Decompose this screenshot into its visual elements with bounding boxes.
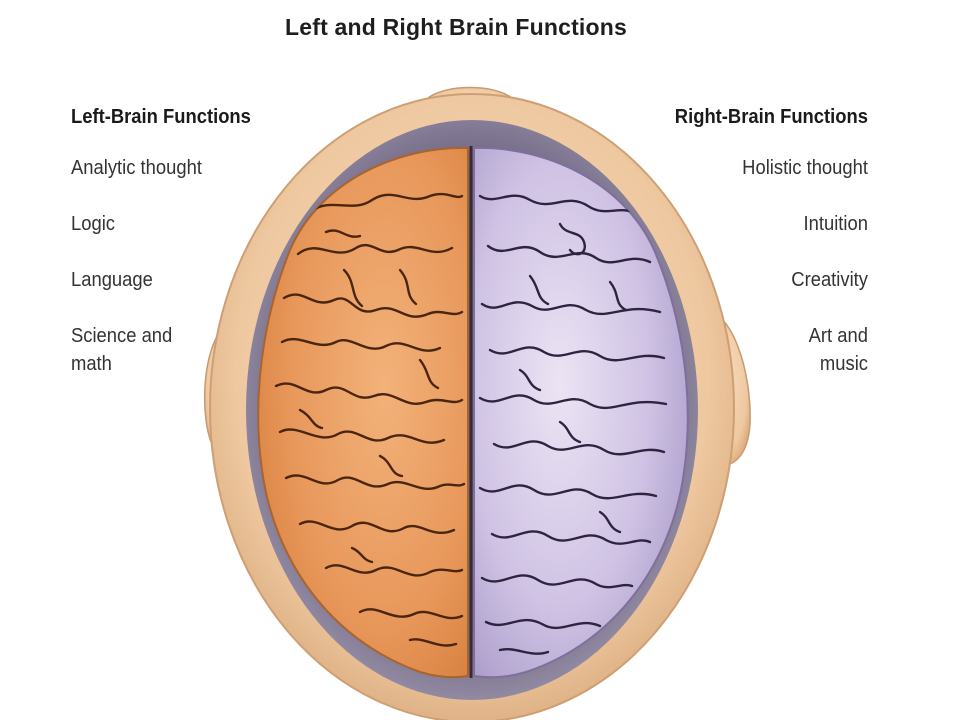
- right-brain-functions-list: Holistic thought Intuition Creativity Ar…: [658, 154, 868, 378]
- left-brain-functions-list: Analytic thought Logic Language Science …: [71, 154, 267, 378]
- left-brain-functions-heading: Left-Brain Functions: [71, 106, 251, 128]
- left-hemisphere-shape: [257, 146, 469, 679]
- left-function-item: Analytic thought: [71, 157, 202, 179]
- right-function-item: Intuition: [803, 213, 868, 235]
- left-function-item: Logic: [71, 213, 115, 235]
- right-brain-functions-column: Right-Brain Functions Holistic thought I…: [658, 104, 868, 406]
- diagram-title: Left and Right Brain Functions: [284, 14, 628, 40]
- right-hemisphere-shape: [473, 146, 689, 679]
- left-brain-functions-column: Left-Brain Functions Analytic thought Lo…: [71, 104, 267, 406]
- right-hemisphere-folds: [478, 194, 668, 655]
- left-function-item: Language: [71, 269, 153, 291]
- right-function-item: Holistic thought: [742, 157, 868, 179]
- right-brain-functions-heading: Right-Brain Functions: [674, 106, 868, 128]
- left-hemisphere-folds: [274, 192, 466, 647]
- right-function-item: Creativity: [791, 269, 868, 291]
